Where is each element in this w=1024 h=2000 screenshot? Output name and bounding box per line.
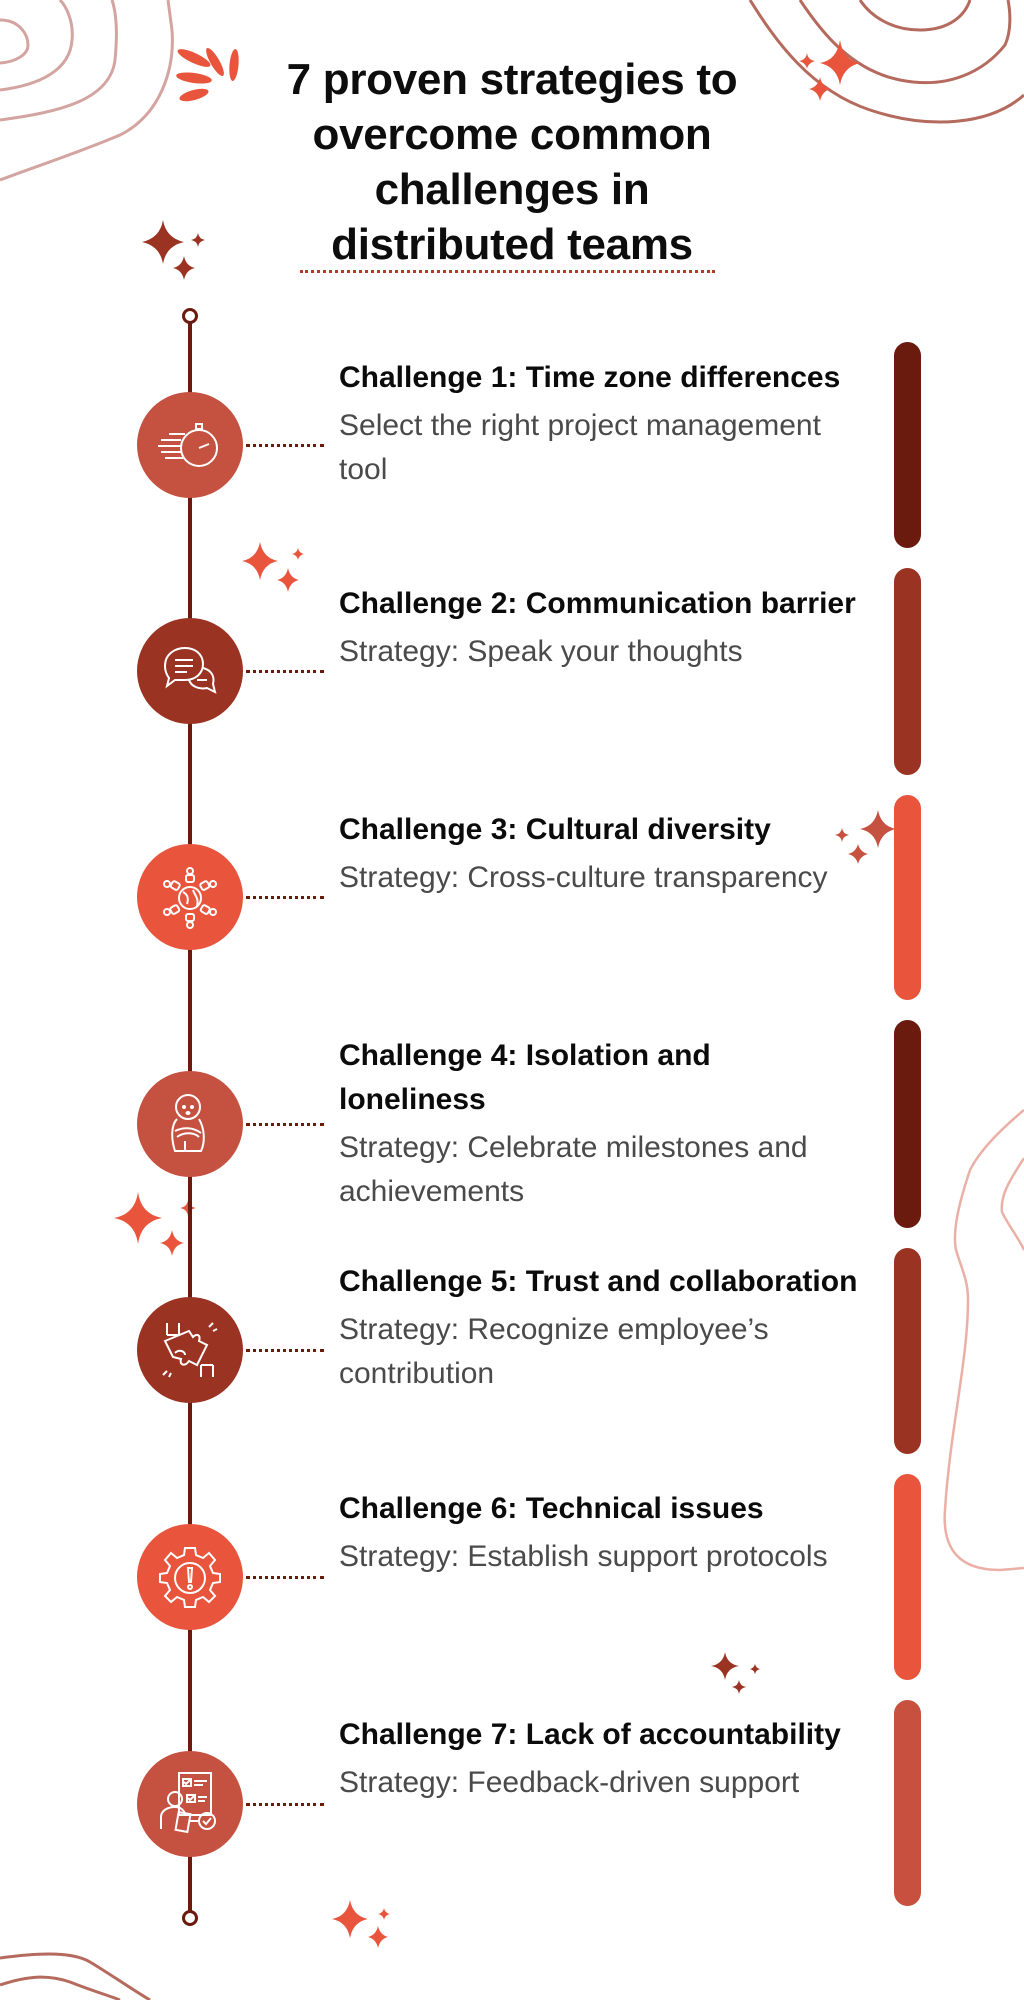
timeline-node-6 [137,1524,243,1630]
challenge-strategy: Strategy: Speak your thoughts [339,635,743,668]
sparkle-icon [835,810,896,864]
accent-bar-3 [894,795,921,1000]
dotted-connector [246,444,324,447]
timeline-node-5 [137,1297,243,1403]
timeline-node-2 [137,618,243,724]
stopwatch-icon [158,423,218,467]
sparkle-icon [711,1652,760,1694]
globe-people-icon [163,867,217,929]
challenge-strategy: Strategy: Cross-culture transparency [339,861,828,894]
checklist-person-icon [160,1772,216,1834]
timeline-node-1 [137,392,243,498]
accent-bar-5 [894,1248,921,1454]
timeline-node-7 [137,1751,243,1857]
accent-bar-2 [894,568,921,775]
contour-lines-bottom-left [0,1952,151,2000]
challenge-strategy: Select the right project management tool [339,409,821,486]
challenge-strategy: Strategy: Celebrate milestones and achie… [339,1131,808,1208]
title-line: distributed teams [331,220,693,269]
challenge-title: Challenge 5: Trust and collaboration [339,1265,858,1298]
contour-lines-top-right [748,0,1024,124]
challenge-item-5: Challenge 5: Trust and collaboration Str… [339,1260,859,1396]
accent-bar-1 [894,342,921,548]
challenge-title: Challenge 7: Lack of accountability [339,1718,841,1751]
gear-alert-icon [159,1547,221,1608]
challenge-title: Challenge 3: Cultural diversity [339,813,771,846]
dotted-connector [246,670,324,673]
puzzle-hands-icon [162,1322,218,1378]
timeline-node-3 [137,844,243,950]
challenge-strategy: Strategy: Feedback-driven support [339,1766,800,1799]
title-line: challenges in [374,165,650,214]
dotted-connector [246,1803,324,1806]
title-dotted-underline [300,270,715,273]
challenge-title: Challenge 1: Time zone differences [339,361,841,394]
contour-lines-top-left [0,0,174,182]
dotted-connector [246,1576,324,1579]
challenge-title: Challenge 4: Isolation and loneliness [339,1039,711,1116]
contour-lines-right [943,1109,1024,1572]
accent-bar-4 [894,1020,921,1228]
chat-bubbles-icon [163,646,217,694]
challenge-title: Challenge 6: Technical issues [339,1492,764,1525]
lonely-person-icon [171,1094,205,1152]
accent-bar-6 [894,1474,921,1680]
sparkle-icon [114,1192,196,1256]
title-line: overcome common [312,110,712,159]
timeline-start-cap [182,308,198,324]
burst-decoration-icon [176,47,239,102]
sparkle-icon [242,542,304,592]
challenge-item-6: Challenge 6: Technical issues Strategy: … [339,1487,859,1579]
challenge-item-4: Challenge 4: Isolation and loneliness St… [339,1034,859,1214]
challenge-item-2: Challenge 2: Communication barrier Strat… [339,582,859,674]
accent-bar-7 [894,1700,921,1906]
sparkle-icon [332,1900,390,1948]
title-line: 7 proven strategies to [286,55,738,104]
challenge-item-3: Challenge 3: Cultural diversity Strategy… [339,808,859,900]
challenge-title: Challenge 2: Communication barrier [339,587,856,620]
timeline-node-4 [137,1071,243,1177]
sparkle-icon [142,220,205,280]
challenge-item-7: Challenge 7: Lack of accountability Stra… [339,1713,859,1805]
page-title: 7 proven strategies to overcome common c… [212,52,812,272]
challenge-item-1: Challenge 1: Time zone differences Selec… [339,356,859,492]
dotted-connector [246,1123,324,1126]
challenge-strategy: Strategy: Recognize employee’s contribut… [339,1313,769,1390]
timeline-end-cap [182,1910,198,1926]
dotted-connector [246,1349,324,1352]
dotted-connector [246,896,324,899]
challenge-strategy: Strategy: Establish support protocols [339,1540,828,1573]
sparkle-icon [799,40,860,101]
